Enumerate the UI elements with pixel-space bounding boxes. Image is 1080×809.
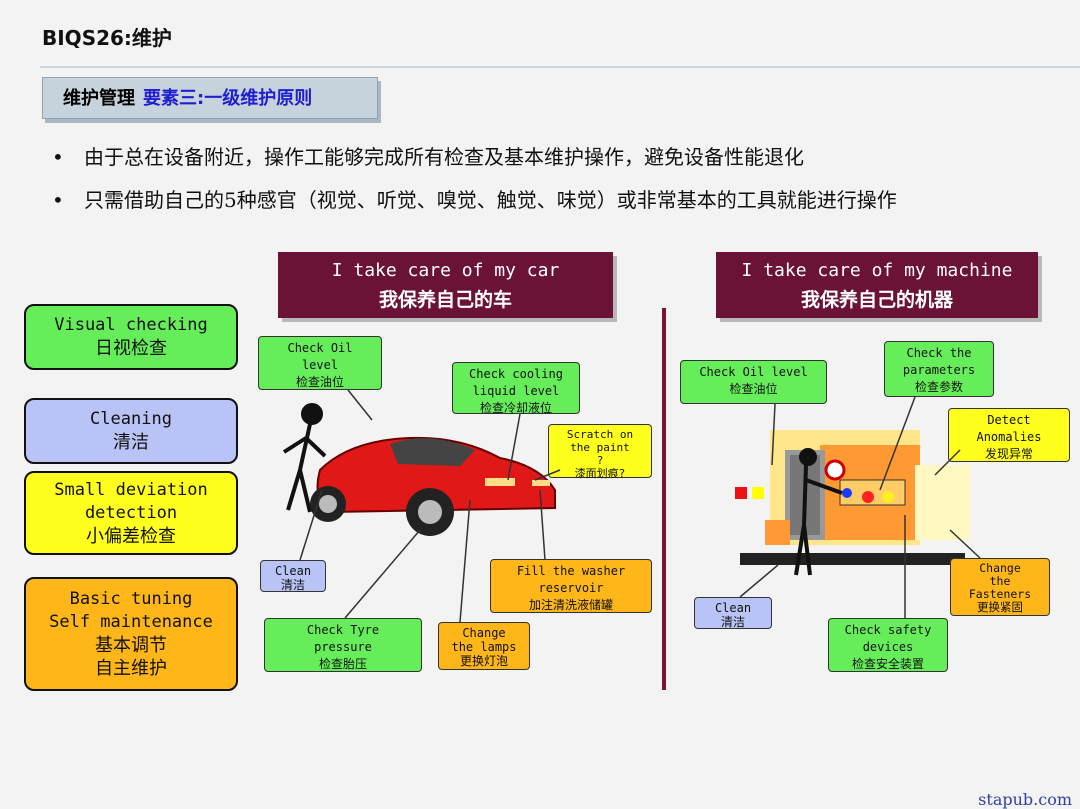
callout-line: ? [596,454,604,467]
person-figure [282,403,327,513]
callout-check-safety: Check safety devices 检查安全装置 [828,618,948,672]
machine-banner-en: I take care of my machine [741,260,1013,281]
callout-line: Check the [906,346,972,360]
callout-line: 检查冷却液位 [479,401,552,415]
vertical-divider [662,308,666,690]
category-en: Basic tuning [69,589,193,609]
callout-detect-anomalies: Detect Anomalies 发现异常 [948,408,1070,462]
callout-line: liquid level [472,384,560,398]
header-divider [40,66,1080,68]
bullet-dot: • [52,145,64,169]
bullet-dot: • [52,188,64,212]
category-small-deviation: Small deviation detection 小偏差检查 [24,471,238,555]
callout-line: Detect [987,413,1031,427]
callout-change-lamps: Change the lamps 更换灯泡 [438,622,530,670]
callout-line: devices [862,640,914,654]
callout-line: Check Oil [287,341,353,355]
machine-illustration [735,430,970,576]
bullet-text: 只需借助自己的5种感官（视觉、听觉、嗅觉、触觉、味觉）或非常基本的工具就能进行操… [84,188,897,212]
category-zh: 日视检查 [95,338,167,359]
callout-line: Check cooling [469,367,563,381]
callout-line: 清洁 [720,615,745,629]
callout-clean-car: Clean 清洁 [260,560,326,592]
callout-line: 更换灯泡 [459,654,508,668]
category-zh: 基本调节 [95,635,167,656]
category-cleaning: Cleaning 清洁 [24,398,238,464]
callout-line: Clean [714,601,752,615]
callout-clean-machine: Clean 清洁 [694,597,772,629]
category-zh: 自主维护 [95,658,167,679]
callout-line: 检查油位 [729,382,778,396]
car-illustration [282,403,556,536]
callout-line: pressure [314,640,372,654]
bullet-text: 由于总在设备附近，操作工能够完成所有检查及基本维护操作，避免设备性能退化 [84,145,804,169]
callout-line: parameters [902,363,976,377]
section-label: 维护管理 [63,88,135,109]
callout-line: 清洁 [280,578,305,592]
callout-fill-washer: Fill the washer reservoir 加注清洗液储罐 [490,559,652,613]
callout-line: 检查胎压 [318,657,367,671]
category-zh: 小偏差检查 [86,525,176,547]
callout-line: 发现异常 [984,447,1033,461]
callout-line: the lamps [451,640,517,654]
callout-line: Scratch on [566,428,634,441]
callout-line: level [301,358,339,372]
callout-line: Check Tyre [306,623,380,637]
page-title: BIQS26:维护 [42,26,172,50]
callout-line: reservoir [538,581,604,595]
callout-check-oil-car: Check Oil level 检查油位 [258,336,382,390]
category-en: detection [84,502,178,523]
callout-change-fasteners: Change the Fasteners 更换紧固 [950,558,1050,616]
category-en: Small deviation [54,479,208,500]
callout-check-cooling: Check cooling liquid level 检查冷却液位 [452,362,580,415]
section-subtitle: 要素三:一级维护原则 [143,88,313,109]
watermark: stapub.com [978,790,1072,809]
bullet-1: • 由于总在设备附近，操作工能够完成所有检查及基本维护操作，避免设备性能退化 [52,141,804,170]
callout-line: Check Oil level [699,365,808,379]
category-visual-checking: Visual checking 日视检查 [24,304,238,370]
callout-check-tyre: Check Tyre pressure 检查胎压 [264,618,422,672]
callout-line: Check safety [844,623,932,637]
callout-scratch-paint: Scratch on the paint ? 漆面划痕? [548,424,652,480]
category-en: Visual checking [54,315,208,335]
callout-line: Fill the washer [516,564,626,578]
callout-line: 更换紧固 [977,600,1023,614]
callout-line: 检查油位 [295,375,344,389]
category-en: Cleaning [90,409,172,429]
callout-line: 检查安全装置 [851,657,924,671]
callout-check-parameters: Check the parameters 检查参数 [884,341,994,397]
callout-line: Clean [274,564,312,578]
callout-line: Change [979,561,1021,575]
callout-check-oil-machine: Check Oil level 检查油位 [680,360,827,404]
callout-line: 漆面划痕? [574,467,626,480]
bullet-2: • 只需借助自己的5种感官（视觉、听觉、嗅觉、触觉、味觉）或非常基本的工具就能进行… [52,184,897,213]
machine-banner: I take care of my machine 我保养自己的机器 [716,252,1038,318]
category-basic-tuning: Basic tuning Self maintenance 基本调节 自主维护 [24,577,238,691]
callout-line: Anomalies [976,430,1042,444]
car-banner-en: I take care of my car [331,260,560,281]
callout-line: Fasteners [968,587,1032,601]
machine-banner-zh: 我保养自己的机器 [800,289,953,311]
section-tag: 维护管理要素三:一级维护原则 [42,77,378,119]
callout-line: Change [462,626,506,640]
callout-line: the [989,574,1011,588]
callout-line: 加注清洗液储罐 [528,598,613,612]
callout-line: the paint [570,441,630,454]
car-banner-zh: 我保养自己的车 [378,289,512,311]
car-banner: I take care of my car 我保养自己的车 [278,252,613,318]
category-en: Self maintenance [49,612,213,632]
category-zh: 清洁 [113,432,149,453]
callout-line: 检查参数 [914,380,963,394]
